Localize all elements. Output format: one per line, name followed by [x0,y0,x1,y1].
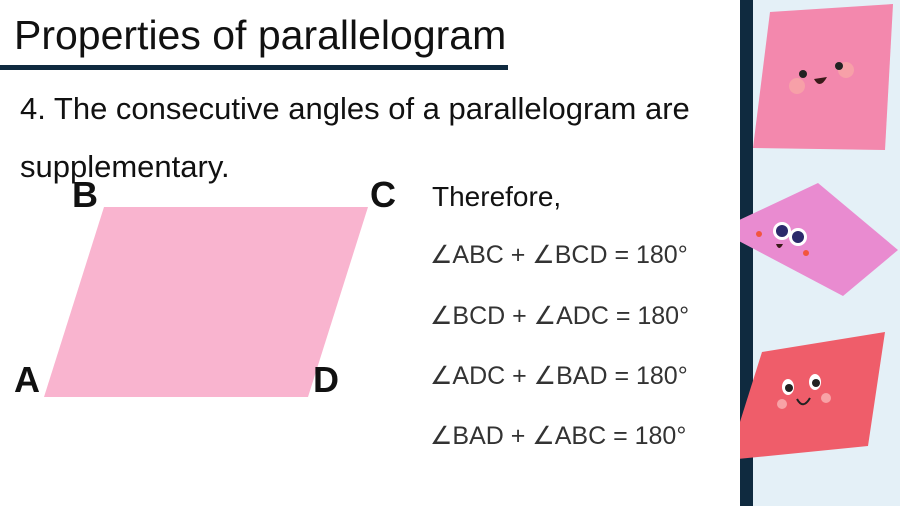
equation-4: ∠BAD + ∠ABC = 180° [430,422,687,450]
vertex-label-c: C [370,174,396,215]
vertex-label-a: A [14,359,40,400]
equation-1: ∠ABC + ∠BCD = 180° [430,241,688,269]
parallelogram-figure [44,207,368,397]
vertex-label-d: D [313,359,339,400]
title-underline [0,65,508,70]
vertex-label-b: B [72,174,98,215]
slide-title: Properties of parallelogram [14,12,507,58]
equation-3: ∠ADC + ∠BAD = 180° [430,362,688,390]
red-parallelogram-sticker-icon [740,332,885,459]
side-panel-stripe [740,0,753,506]
property-statement: 4. The consecutive angles of a parallelo… [20,91,690,184]
lilac-parallelogram-sticker-icon [740,183,898,296]
parallelogram-abcd [44,207,368,397]
equation-2: ∠BCD + ∠ADC = 180° [430,302,690,330]
sticker-column [740,4,898,459]
therefore-label: Therefore, [432,181,562,212]
pink-parallelogram-sticker-icon [753,4,893,150]
